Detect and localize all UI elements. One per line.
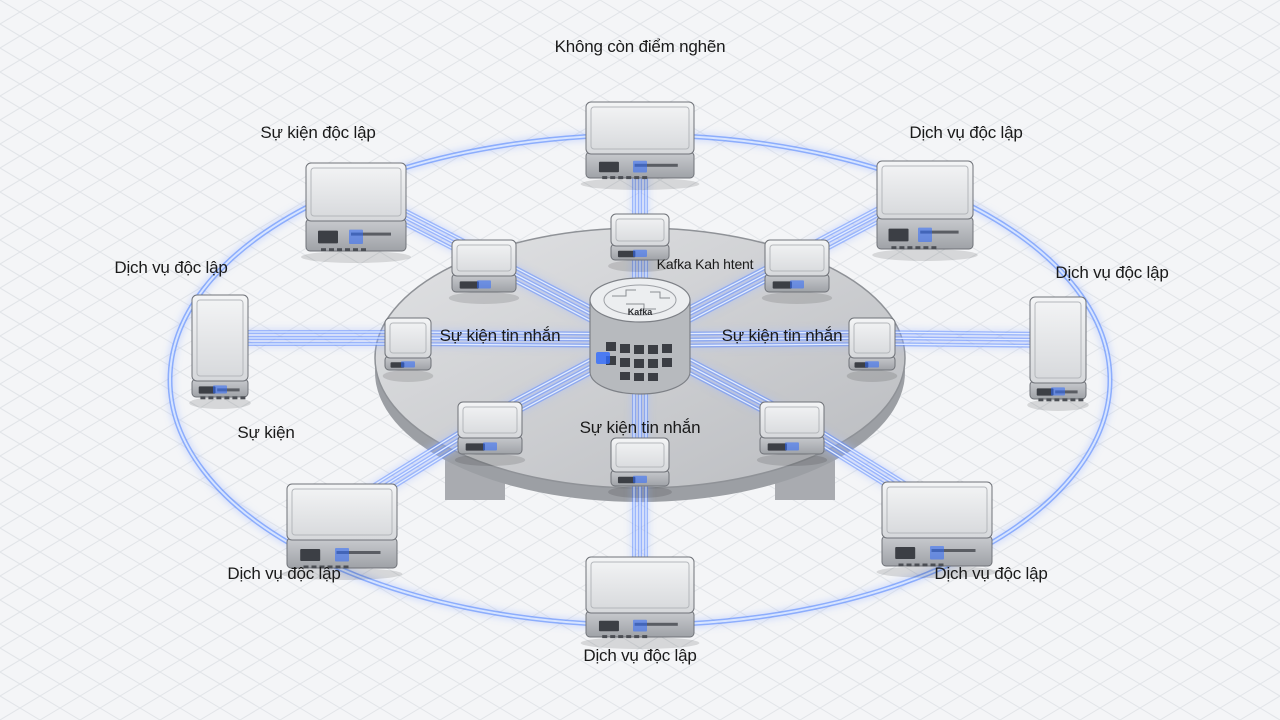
hub-windows [606, 342, 672, 381]
label-msg-right: Sự kiện tin nhắn [721, 326, 843, 345]
relay-top [608, 213, 672, 272]
label-service-bottom-right: Dịch vụ độc lập [934, 564, 1048, 583]
kafka-hub: Kafka [589, 277, 691, 395]
service-nodes [189, 101, 1089, 649]
node-right [1027, 296, 1089, 411]
diagram-title: Không còn điểm nghẽn [554, 37, 726, 56]
node-bottom-left [281, 483, 403, 580]
relay-bottom [608, 437, 672, 498]
label-service-left: Dịch vụ độc lập [114, 258, 228, 277]
relay-bottom-right [756, 401, 828, 466]
hub-title: Kafka [628, 307, 654, 317]
label-hub-caption: Kafka Kah htent [656, 256, 754, 272]
label-msg-left: Sự kiện tin nhắn [439, 326, 561, 345]
relay-bottom-left [454, 401, 526, 466]
label-service-bottom-left: Dịch vụ độc lập [227, 564, 341, 583]
node-top [580, 101, 700, 190]
node-top-left [301, 162, 411, 263]
label-service-right: Dịch vụ độc lập [1055, 263, 1169, 282]
node-top-right [872, 160, 978, 261]
label-msg-center: Sự kiện tin nhắn [579, 418, 701, 437]
label-event-top-left: Sự kiện độc lập [260, 123, 376, 142]
label-event-left-lower: Sự kiện [237, 423, 295, 442]
node-bottom [580, 556, 700, 649]
label-service-top-right: Dịch vụ độc lập [909, 123, 1023, 142]
node-bottom-right [876, 481, 998, 578]
node-left [189, 294, 251, 409]
relay-left [382, 317, 434, 382]
relay-top-left [448, 239, 520, 304]
label-service-bottom: Dịch vụ độc lập [583, 646, 697, 665]
relay-top-right [761, 239, 833, 304]
relay-right [846, 317, 898, 382]
